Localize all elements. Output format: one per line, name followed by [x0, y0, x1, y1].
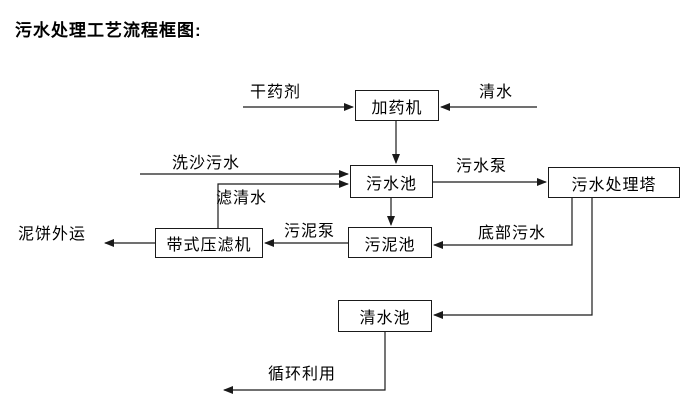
node-treatment-tower: 污水处理塔 [548, 167, 680, 198]
flow-label-recycle-use: 循环利用 [268, 366, 337, 383]
flow-label-mud-cake-out: 泥饼外运 [18, 226, 87, 243]
flow-label-bottom-sewage: 底部污水 [478, 225, 547, 242]
node-clean-water-pool: 清水池 [338, 300, 432, 332]
node-treatment-tower-label: 污水处理塔 [571, 176, 657, 194]
flow-label-sludge-pump: 污泥泵 [284, 223, 336, 240]
flow-label-sewage-pump: 污水泵 [456, 158, 508, 175]
edge-recycle [223, 332, 386, 394]
edge-tower-to-clean [433, 198, 593, 319]
node-sewage-pool: 污水池 [350, 165, 433, 198]
diagram-title: 污水处理工艺流程框图: [15, 21, 202, 40]
node-belt-filter-press-label: 带式压滤机 [166, 237, 252, 254]
edge-filtered-water [217, 180, 349, 228]
flow-label-dry-agent: 干药剂 [250, 84, 302, 101]
node-belt-filter-press: 带式压滤机 [155, 228, 263, 258]
node-sludge-pool: 污泥池 [348, 227, 432, 258]
flow-label-clean-water-in: 清水 [479, 84, 514, 101]
edge-bottom-sewage [433, 198, 573, 249]
flow-label-filtered-water: 滤清水 [216, 190, 268, 207]
node-sludge-pool-label: 污泥池 [364, 236, 416, 254]
node-clean-water-pool-label: 清水池 [359, 310, 411, 327]
flow-label-sand-washing: 洗沙污水 [172, 155, 241, 172]
node-dosing-machine-label: 加药机 [371, 99, 423, 117]
node-sewage-pool-label: 污水池 [365, 175, 417, 193]
node-dosing-machine: 加药机 [355, 90, 439, 121]
